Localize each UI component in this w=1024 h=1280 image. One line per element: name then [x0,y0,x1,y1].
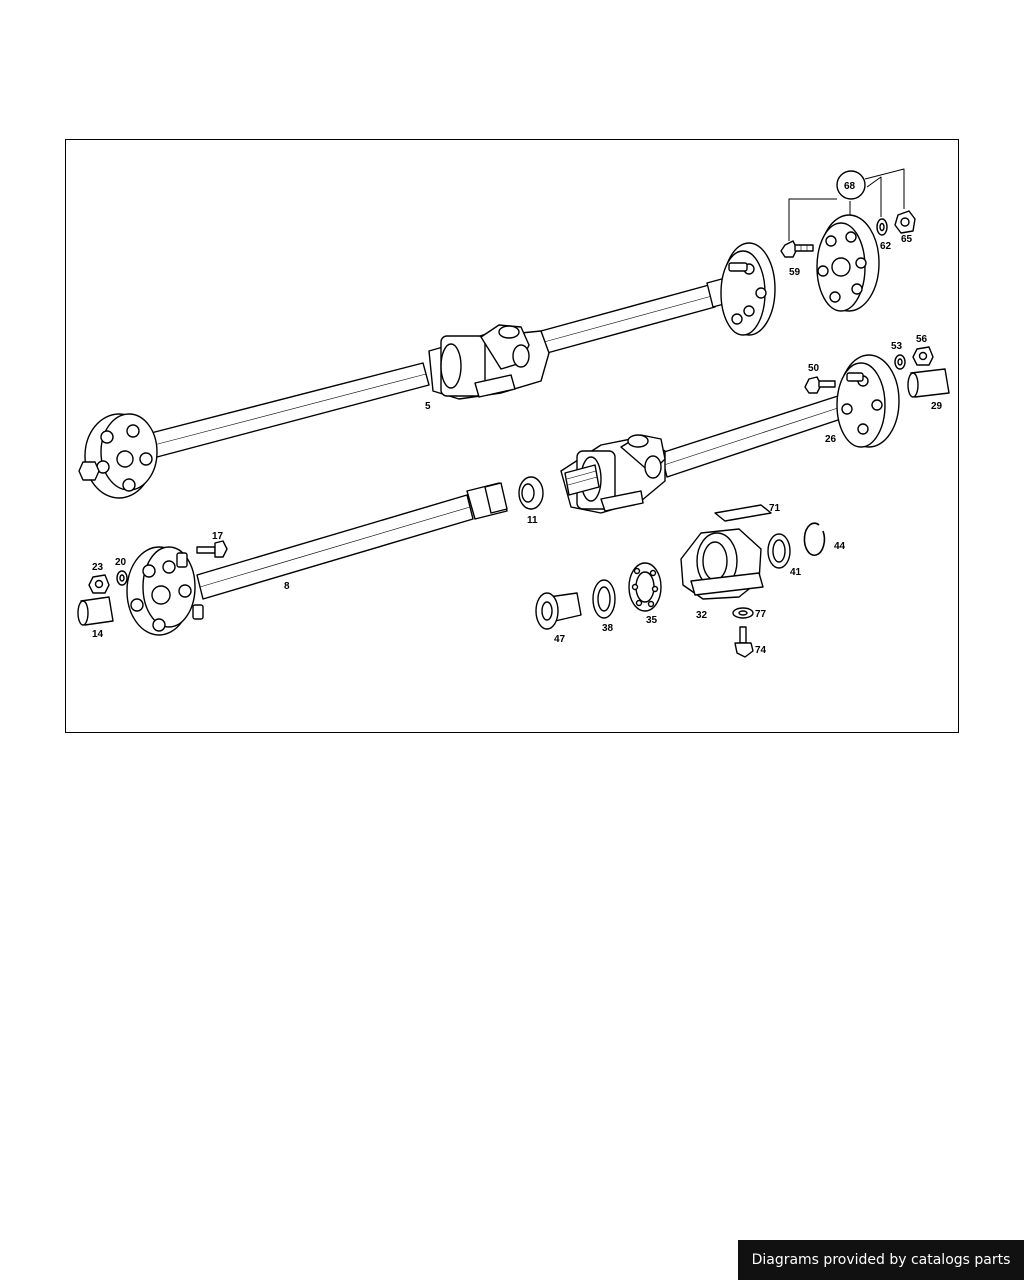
callout-23: 23 [92,562,104,573]
callout-71: 71 [769,503,781,514]
callout-74: 74 [755,645,767,656]
callout-29: 29 [931,401,943,412]
upper-rear-flex-disc [720,242,776,336]
callout-53: 53 [891,341,903,352]
callout-56: 56 [916,334,928,345]
callout-labels: 5 8 11 14 17 20 23 26 29 32 35 38 41 44 … [92,181,943,656]
callout-26: 26 [825,434,837,445]
lower-driveshaft [126,354,900,636]
callout-68: 68 [844,181,856,192]
callout-11: 11 [527,515,538,526]
callout-41: 41 [790,567,802,578]
callout-17: 17 [212,531,224,542]
callout-5: 5 [425,401,431,412]
callout-38: 38 [602,623,614,634]
callout-35: 35 [646,615,658,626]
callout-62: 62 [880,241,892,252]
callout-32: 32 [696,610,708,621]
upper-driveshaft [78,242,776,499]
callout-47: 47 [554,634,566,645]
driveshaft-exploded-diagram: 5 8 11 14 17 20 23 26 29 32 35 38 41 44 … [77,168,950,658]
flex-disc-kit-68 [780,168,916,312]
callout-59: 59 [789,267,801,278]
parts-diagram-frame: 5 8 11 14 17 20 23 26 29 32 35 38 41 44 … [65,139,959,733]
callout-14: 14 [92,629,104,640]
callout-65: 65 [901,234,913,245]
upper-front-flex-disc [78,413,158,499]
callout-50: 50 [808,363,820,374]
callout-8: 8 [284,581,290,592]
callout-44: 44 [834,541,846,552]
callout-77: 77 [755,609,767,620]
diagram-credit-banner: Diagrams provided by catalogs parts [738,1240,1024,1280]
loose-parts [77,346,950,658]
callout-20: 20 [115,557,127,568]
